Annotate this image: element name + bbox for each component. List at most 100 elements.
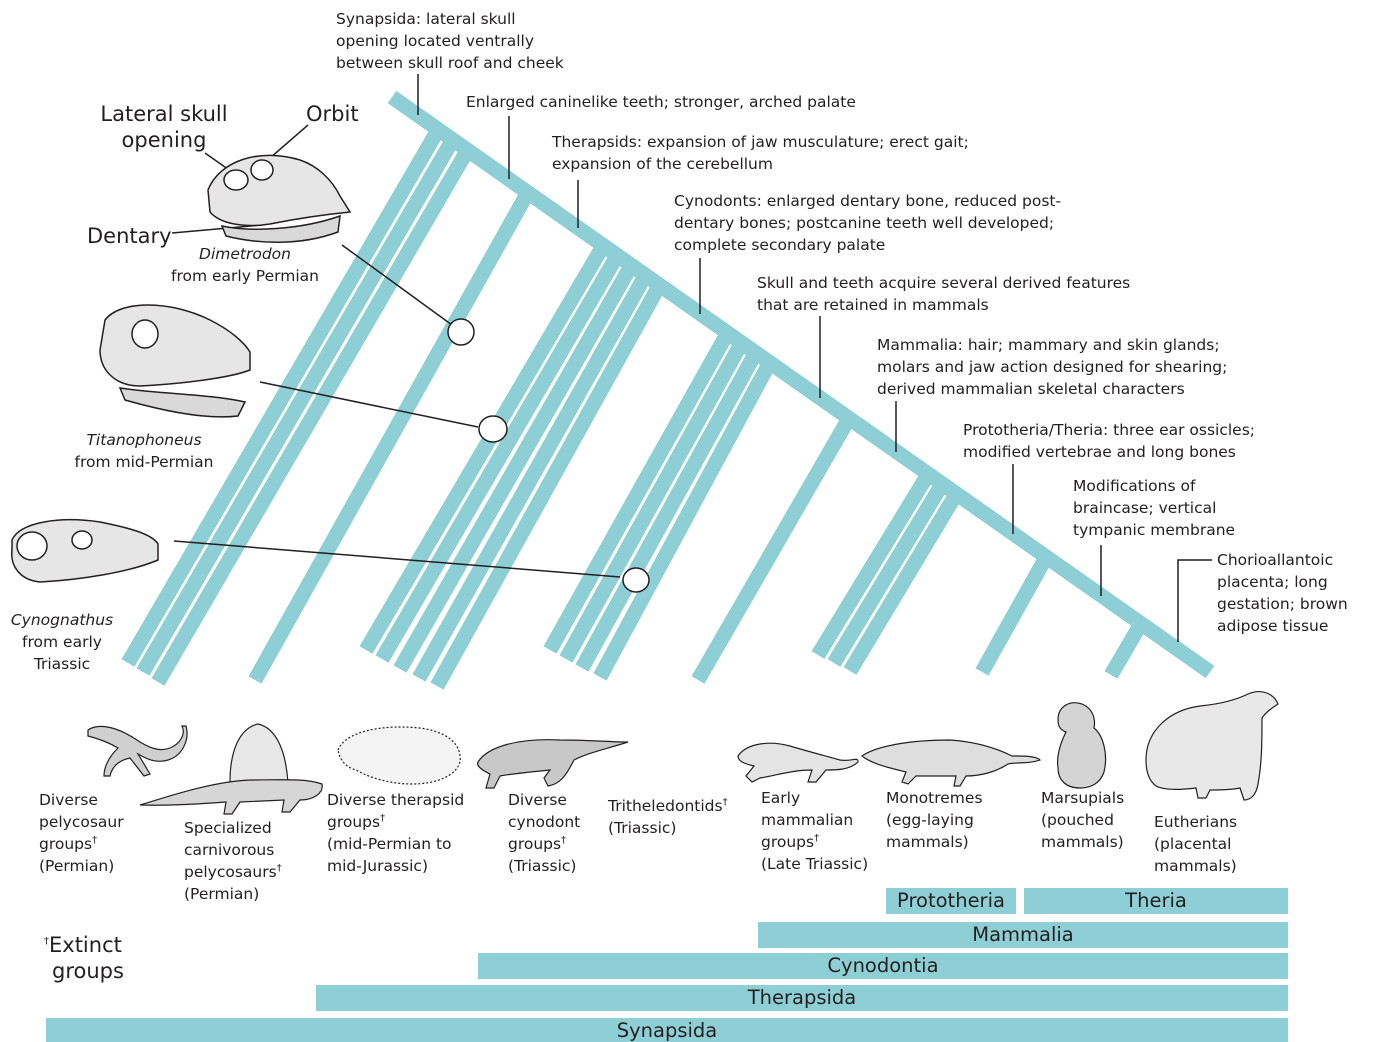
label-line: opening (121, 128, 207, 152)
pelycosaur-illustration (87, 725, 188, 777)
group-text: groups (508, 835, 562, 853)
character-synapsida: Synapsida: lateral skull opening located… (336, 8, 564, 74)
group-line: carnivorous (184, 841, 275, 859)
character-line: modified vertebrae and long bones (963, 443, 1236, 461)
group-line: (mid-Permian to (327, 835, 452, 853)
cynognathus-skull (11, 519, 159, 583)
character-line: Modifications of (1073, 477, 1196, 495)
extinct-dagger: † (44, 936, 49, 947)
character-line: tympanic membrane (1073, 521, 1236, 539)
character-line: adipose tissue (1217, 617, 1329, 635)
label-line: Lateral skull (100, 102, 228, 126)
circle-cynognathus (622, 567, 650, 593)
taxon-name: Cynognathus (10, 611, 114, 629)
branch-cynodont-4 (593, 360, 776, 681)
character-line: that are retained in mammals (757, 296, 989, 314)
character-line: Mammalia: hair; mammary and skin glands; (877, 336, 1220, 354)
branch-early-mammal-2 (827, 482, 948, 667)
group-line: mid-Jurassic) (327, 857, 428, 875)
group-line: (pouched (1041, 811, 1114, 829)
branch-monotremes (975, 557, 1051, 676)
character-skull-teeth: Skull and teeth acquire several derived … (757, 272, 1130, 316)
label-dentary: Dentary (87, 224, 172, 248)
group-line: groups† (327, 811, 464, 833)
branch-cynodont-3 (575, 350, 762, 672)
character-line: opening located ventrally (336, 32, 535, 50)
group-therapsid: Diverse therapsid groups† (mid-Permian t… (327, 789, 464, 877)
group-line: (egg-laying (886, 811, 974, 829)
character-line: dentary bones; postcanine teeth well dev… (674, 214, 1055, 232)
character-line: gestation; brown (1217, 595, 1348, 613)
group-line: cynodont (508, 813, 581, 831)
character-braincase: Modifications of braincase; vertical tym… (1073, 475, 1235, 541)
callout-orbit (269, 124, 309, 159)
connector-cynognathus (173, 540, 621, 578)
group-line: pelycosaurs† (184, 861, 282, 883)
group-line: Specialized (184, 819, 272, 837)
branch-pelycosaur-3 (151, 147, 474, 686)
group-line: groups† (508, 833, 580, 855)
branch-tritheledontids (691, 416, 855, 684)
extinct-dagger: † (276, 862, 282, 874)
branch-carnivorous (248, 190, 534, 684)
monotreme-illustration (861, 739, 1042, 787)
connector-dimetrodon (341, 244, 453, 326)
branch-early-mammal-3 (843, 492, 962, 675)
branch-cynodont-2 (559, 340, 748, 663)
character-therapsids: Therapsids: expansion of jaw musculature… (552, 131, 969, 175)
eutherian-illustration (1145, 691, 1279, 801)
character-line: Synapsida: lateral skull (336, 10, 516, 28)
group-line: mammalian (761, 811, 854, 829)
branch-therapsid-4 (412, 272, 652, 682)
character-placenta: Chorioallantoic placenta; long gestation… (1217, 549, 1348, 637)
clade-bar-synapsida: Synapsida (46, 1018, 1288, 1042)
clade-bar-prototheria: Prototheria (886, 888, 1016, 914)
extinct-dagger: † (92, 834, 98, 846)
extinct-note-text: Extinct (49, 933, 122, 957)
group-text: Tritheledontids (608, 797, 723, 815)
group-text: groups (327, 813, 381, 831)
group-early-mammalian: Early mammalian groups† (Late Triassic) (761, 787, 868, 875)
group-line: Diverse (508, 791, 567, 809)
group-line: (Triassic) (508, 857, 577, 875)
therapsid-illustration (337, 726, 461, 785)
group-line: Marsupials (1041, 789, 1125, 807)
group-text: groups (39, 835, 93, 853)
taxon-name: Dimetrodon (199, 245, 291, 263)
clade-bar-cynodontia: Cynodontia (478, 953, 1288, 979)
connector-titanophoneus (259, 381, 479, 428)
group-eutherians: Eutherians (placental mammals) (1154, 811, 1237, 877)
character-line: complete secondary palate (674, 236, 886, 254)
character-line: Prototheria/Theria: three ear ossicles; (963, 421, 1256, 439)
label-lateral-skull-opening: Lateral skull opening (96, 101, 232, 153)
caption-cynognathus: Cynognathus from early Triassic (2, 609, 122, 675)
group-line: mammals) (886, 833, 969, 851)
carnivorous-pelycosaur-illustration (139, 723, 323, 815)
character-line: Cynodonts: enlarged dentary bone, reduce… (674, 192, 1062, 210)
character-cynodonts: Cynodonts: enlarged dentary bone, reduce… (674, 190, 1061, 256)
branch-pelycosaur-1 (121, 126, 445, 667)
group-monotremes: Monotremes (egg-laying mammals) (886, 787, 983, 853)
label-orbit: Orbit (306, 102, 359, 126)
group-line: (placental (1154, 835, 1232, 853)
caption-dimetrodon: Dimetrodon from early Permian (150, 243, 340, 287)
early-mammal-illustration (737, 742, 859, 783)
character-prototheria-theria: Prototheria/Theria: three ear ossicles; … (963, 419, 1255, 463)
group-line: (Permian) (39, 857, 115, 875)
group-cynodont: Diverse cynodont groups† (Triassic) (508, 789, 580, 877)
extinct-note: †Extinct groups (44, 932, 124, 984)
clade-bar-theria: Theria (1024, 888, 1288, 914)
extinct-note-line: †Extinct (44, 932, 124, 958)
character-line: Skull and teeth acquire several derived … (757, 274, 1131, 292)
circle-dimetrodon (447, 318, 475, 346)
group-line: groups† (39, 833, 124, 855)
marsupial-illustration (1057, 702, 1107, 789)
taxon-period: from mid-Permian (74, 453, 214, 471)
character-line: placenta; long (1217, 573, 1328, 591)
group-line: mammals) (1154, 857, 1237, 875)
extinct-dagger: † (722, 796, 728, 808)
tick-placenta (1177, 559, 1212, 642)
branch-therapsid-5 (430, 282, 666, 690)
